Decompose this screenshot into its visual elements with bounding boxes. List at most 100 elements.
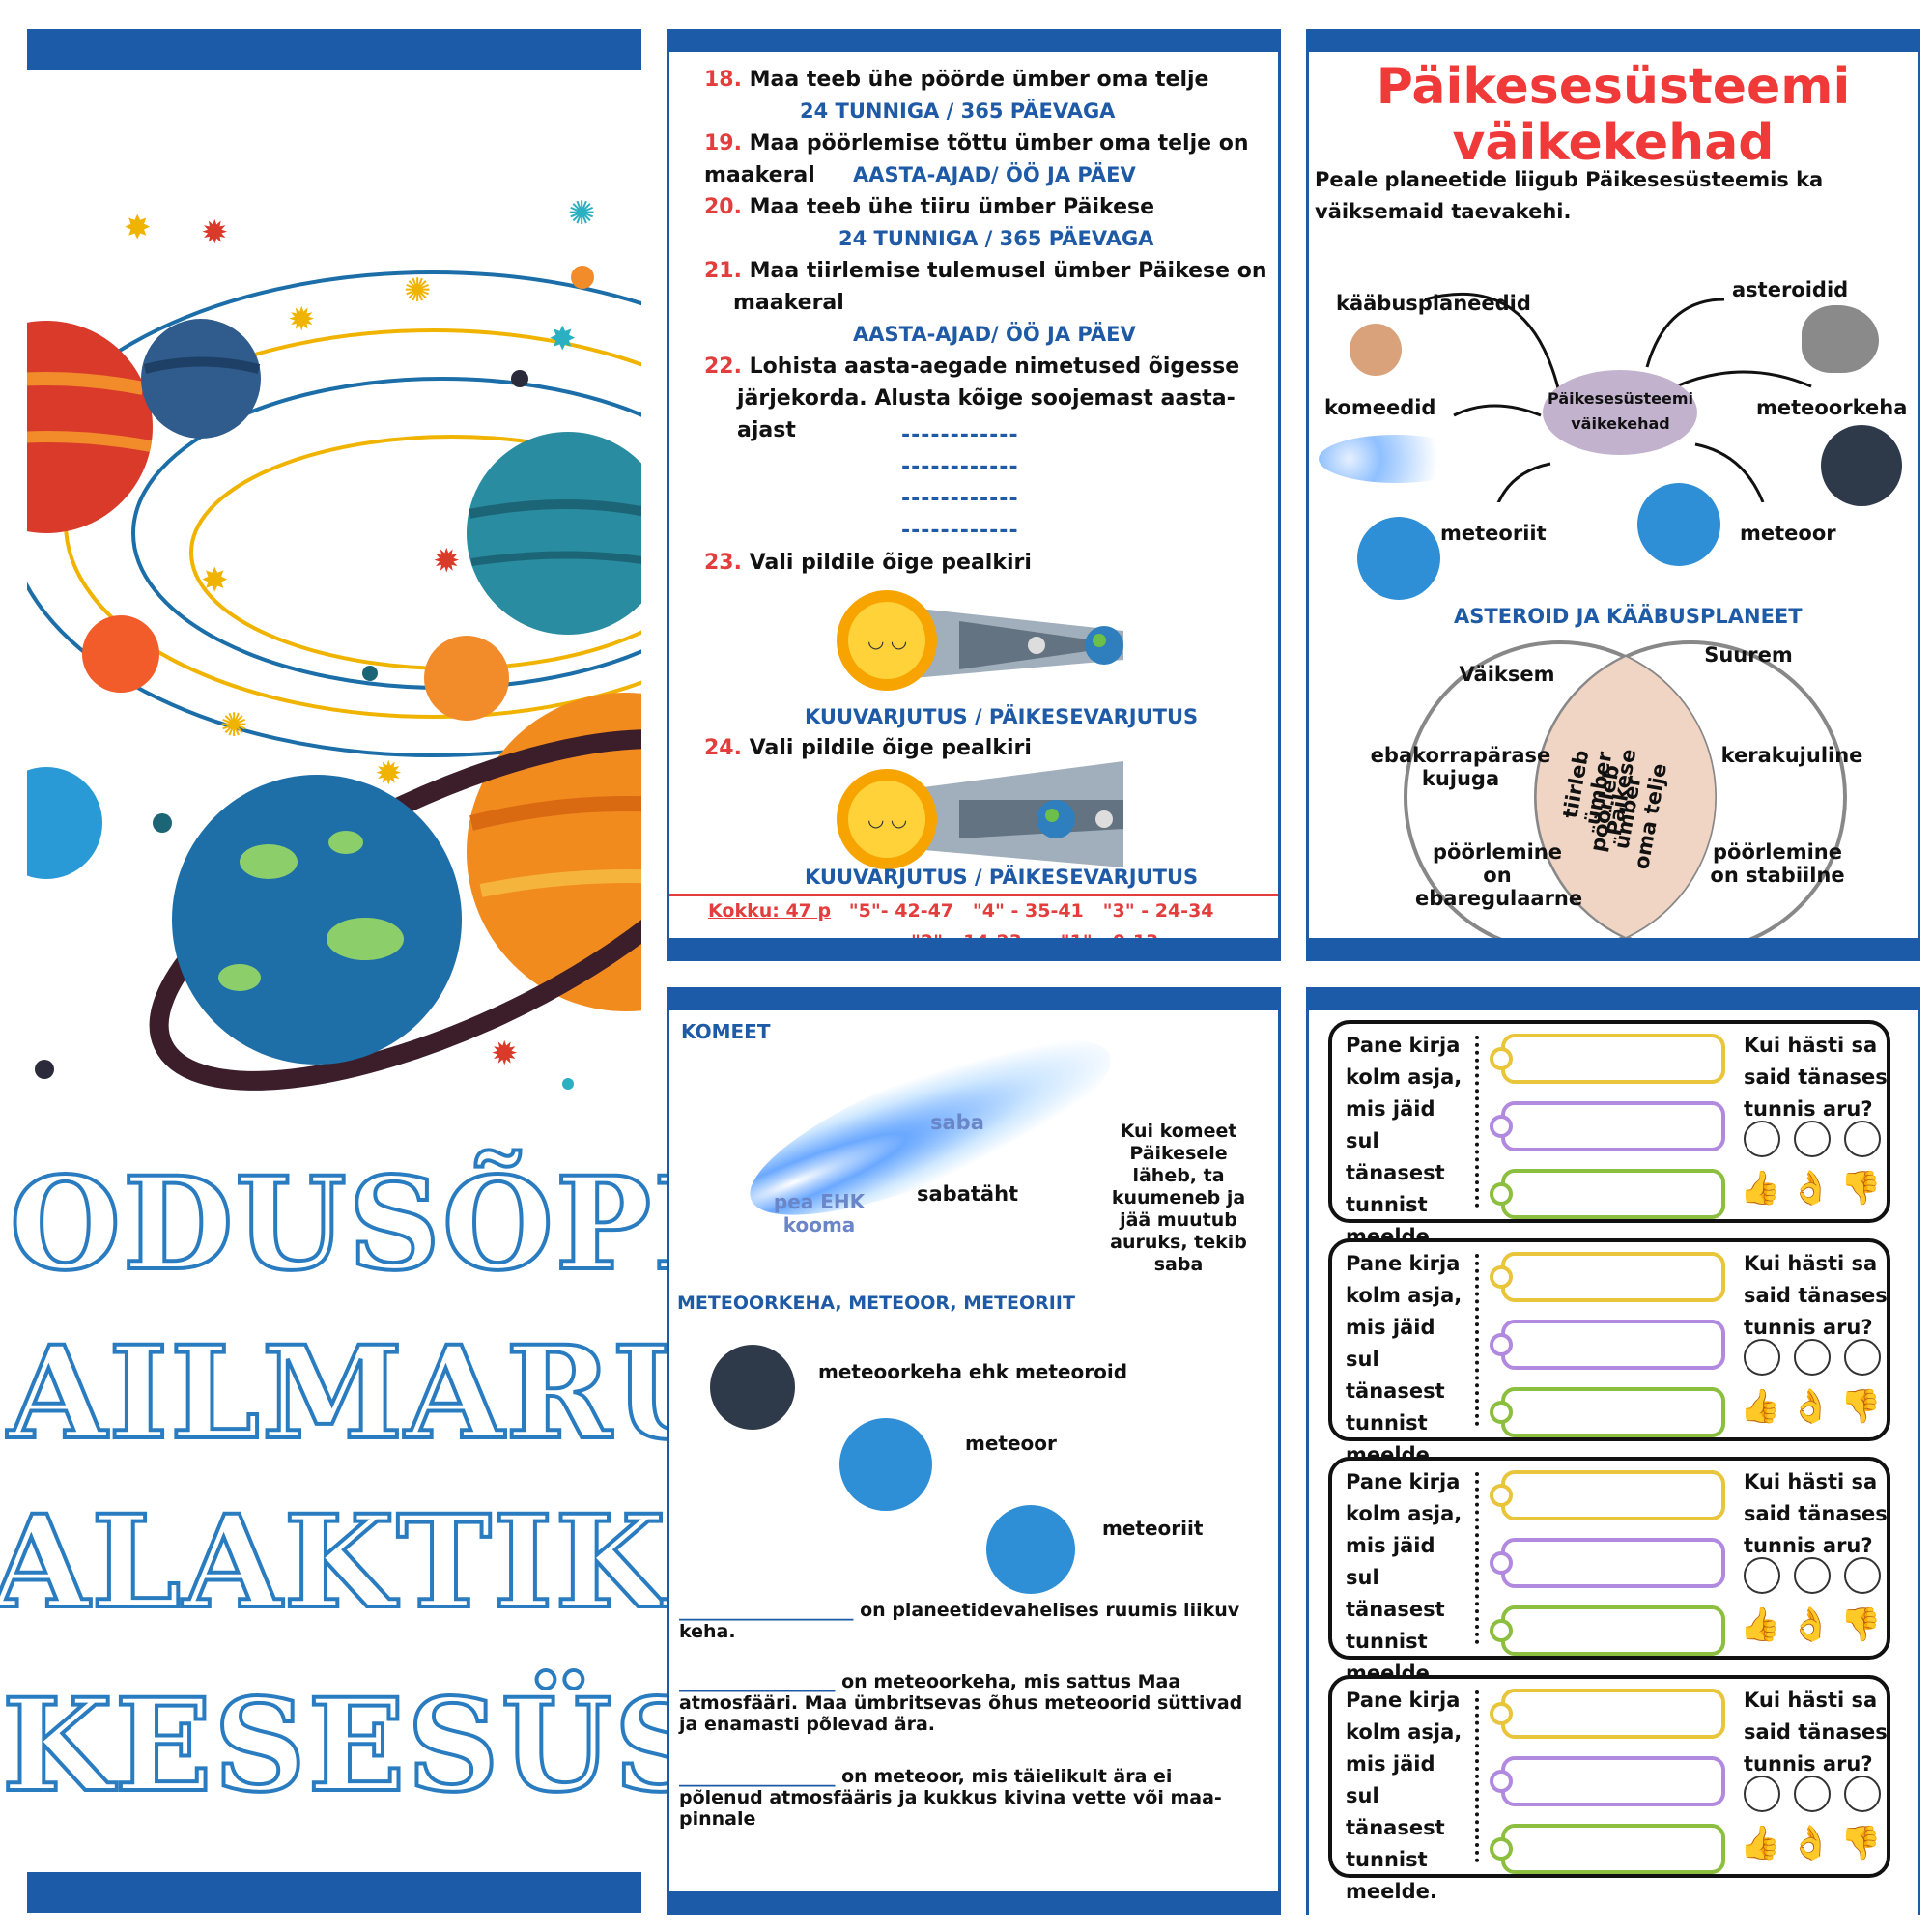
quiz-panel: 18. Maa teeb ühe pöörde ümber oma telje … [667,29,1281,961]
ok-hand-icon[interactable]: 👌 [1790,1387,1832,1426]
answer-19[interactable]: AASTA-AJAD/ ÖÖ JA PÄEV [853,163,1136,186]
bottom-bar [1306,938,1920,961]
top-bar [667,987,1281,1010]
answer-box-1[interactable] [1490,1034,1725,1084]
page-title-line-2: väikekehad [1452,114,1775,172]
rating-circle-1[interactable] [1744,1121,1780,1157]
answer-24[interactable]: KUUVARJUTUS / PÄIKESEVARJUTUS [805,866,1199,889]
answer-box-3[interactable] [1490,1169,1725,1219]
label-meteor: meteoor [1740,522,1836,545]
season-slot-3[interactable]: ------------ [901,487,1019,511]
venn-left-3: pöörlemine on ebaregulaarne [1415,840,1583,910]
venn-right-1: Suurem [1704,643,1793,667]
meteor-heading: METEOORKEHA, METEOOR, METEORIIT [677,1293,1075,1314]
thumbs-up-icon[interactable]: 👍 [1740,1169,1781,1208]
thumbs-up-icon[interactable]: 👍 [1740,1824,1781,1862]
blank-2[interactable]: _________________ [679,1671,836,1692]
label-head: pea EHK kooma [773,1190,866,1236]
svg-text:✺: ✺ [404,271,432,310]
venn-right-3: pöörlemine on stabiilne [1710,840,1845,887]
thumbs-down-icon[interactable]: 👎 [1840,1824,1882,1862]
meteoroid-icon [1821,425,1902,506]
answer-box-2[interactable] [1490,1538,1725,1588]
blank-3[interactable]: _________________ [679,1766,836,1787]
question-20: 20. Maa teeb ühe tiiru ümber Päikese [704,195,1154,219]
blank-1[interactable]: ___________________ [679,1600,854,1621]
rating-circle-1[interactable] [1744,1776,1780,1812]
separator-line [669,894,1278,896]
earth-meteorite-icon [986,1505,1075,1594]
svg-text:✹: ✹ [375,754,403,793]
top-bar [1306,987,1920,1010]
rating-circle-2[interactable] [1794,1339,1831,1376]
thumbs-down-icon[interactable]: 👎 [1840,1169,1882,1208]
thumbs-up-icon[interactable]: 👍 [1740,1605,1781,1644]
answer-box-2[interactable] [1490,1101,1725,1151]
perforation-line [1475,1690,1479,1862]
answer-20[interactable]: 24 TUNNIGA / 365 PÄEVAGA [838,227,1154,250]
rating-circle-2[interactable] [1794,1121,1831,1157]
answer-box-2[interactable] [1490,1320,1725,1370]
label-tail: saba [930,1111,984,1134]
season-slot-1[interactable]: ------------ [901,423,1019,447]
small-bodies-panel: Päikesesüsteemi väikekehad Peale planeet… [1306,29,1920,961]
answer-18[interactable]: 24 TUNNIGA / 365 PÄEVAGA [800,99,1116,123]
svg-text:✸: ✸ [124,209,152,247]
box-ring [1490,1265,1513,1289]
answer-box-1[interactable] [1490,1689,1725,1739]
solar-system-illustration: ✸✹ ✺✹ ✺✸ ✸✹ ✺✹ ✹ [27,194,641,1091]
answer-box-3[interactable] [1490,1605,1725,1656]
question-19: 19. Maa pöörlemise tõttu ümber oma telje… [704,131,1249,187]
ok-hand-icon[interactable]: 👌 [1790,1169,1832,1208]
svg-text:✺: ✺ [220,706,248,745]
rating-circle-3[interactable] [1844,1339,1881,1376]
answer-box-3[interactable] [1490,1387,1725,1437]
svg-text:✺: ✺ [568,194,596,233]
svg-text:◡ ◡: ◡ ◡ [867,808,907,831]
answer-box-1[interactable] [1490,1252,1725,1302]
rating-circle-3[interactable] [1844,1557,1881,1594]
question-22: 22. Lohista aasta-aegade nimetused õiges… [704,355,1240,379]
rating-circle-1[interactable] [1744,1339,1780,1376]
label-comet-star: sabatäht [917,1182,1019,1206]
total-label: Kokku: 47 p [708,900,832,922]
rating-circle-2[interactable] [1794,1557,1831,1594]
page-title-line-1: Päikesesüsteemi [1376,58,1851,116]
question-22-cont: järjekorda. Alusta kõige soojemast aasta… [737,386,1236,442]
eclipse-image-2: ◡ ◡ [837,761,1123,869]
season-slot-4[interactable]: ------------ [901,519,1019,543]
ok-hand-icon[interactable]: 👌 [1790,1605,1832,1644]
rating-circle-2[interactable] [1794,1776,1831,1812]
rating-circle-3[interactable] [1844,1121,1881,1157]
ok-hand-icon[interactable]: 👌 [1790,1824,1832,1862]
rating-circle-1[interactable] [1744,1557,1780,1594]
answer-23[interactable]: KUUVARJUTUS / PÄIKESEVARJUTUS [805,705,1199,728]
label-meteorite: meteoriit [1102,1517,1204,1540]
cover-panel: ✸✹ ✺✹ ✺✸ ✸✹ ✺✹ ✹ ODUSÕPET AILMARU ALAKTI… [0,29,904,1913]
rating-circle-3[interactable] [1844,1776,1881,1812]
answer-box-1[interactable] [1490,1470,1725,1520]
perforation-line [1475,1254,1479,1426]
season-slot-2[interactable]: ------------ [901,455,1019,479]
perforation-line [1475,1036,1479,1208]
sentence-3: _________________ on meteoor, mis täieli… [679,1766,1222,1830]
answer-box-2[interactable] [1490,1756,1725,1806]
svg-text:✸: ✸ [201,561,229,600]
thumbs-up-icon[interactable]: 👍 [1740,1387,1781,1426]
concept-center: Päikesesüsteemi väikekehad [1548,389,1693,433]
comet-heading: KOMEET [681,1020,771,1043]
thumbs-down-icon[interactable]: 👎 [1840,1387,1882,1426]
label-asteroids: asteroidid [1732,278,1849,301]
box-ring [1490,1837,1513,1861]
answer-21[interactable]: AASTA-AJAD/ ÖÖ JA PÄEV [853,323,1136,346]
answer-box-3[interactable] [1490,1824,1725,1874]
thumbs-down-icon[interactable]: 👎 [1840,1605,1882,1644]
label-comets: komeedid [1324,396,1436,419]
